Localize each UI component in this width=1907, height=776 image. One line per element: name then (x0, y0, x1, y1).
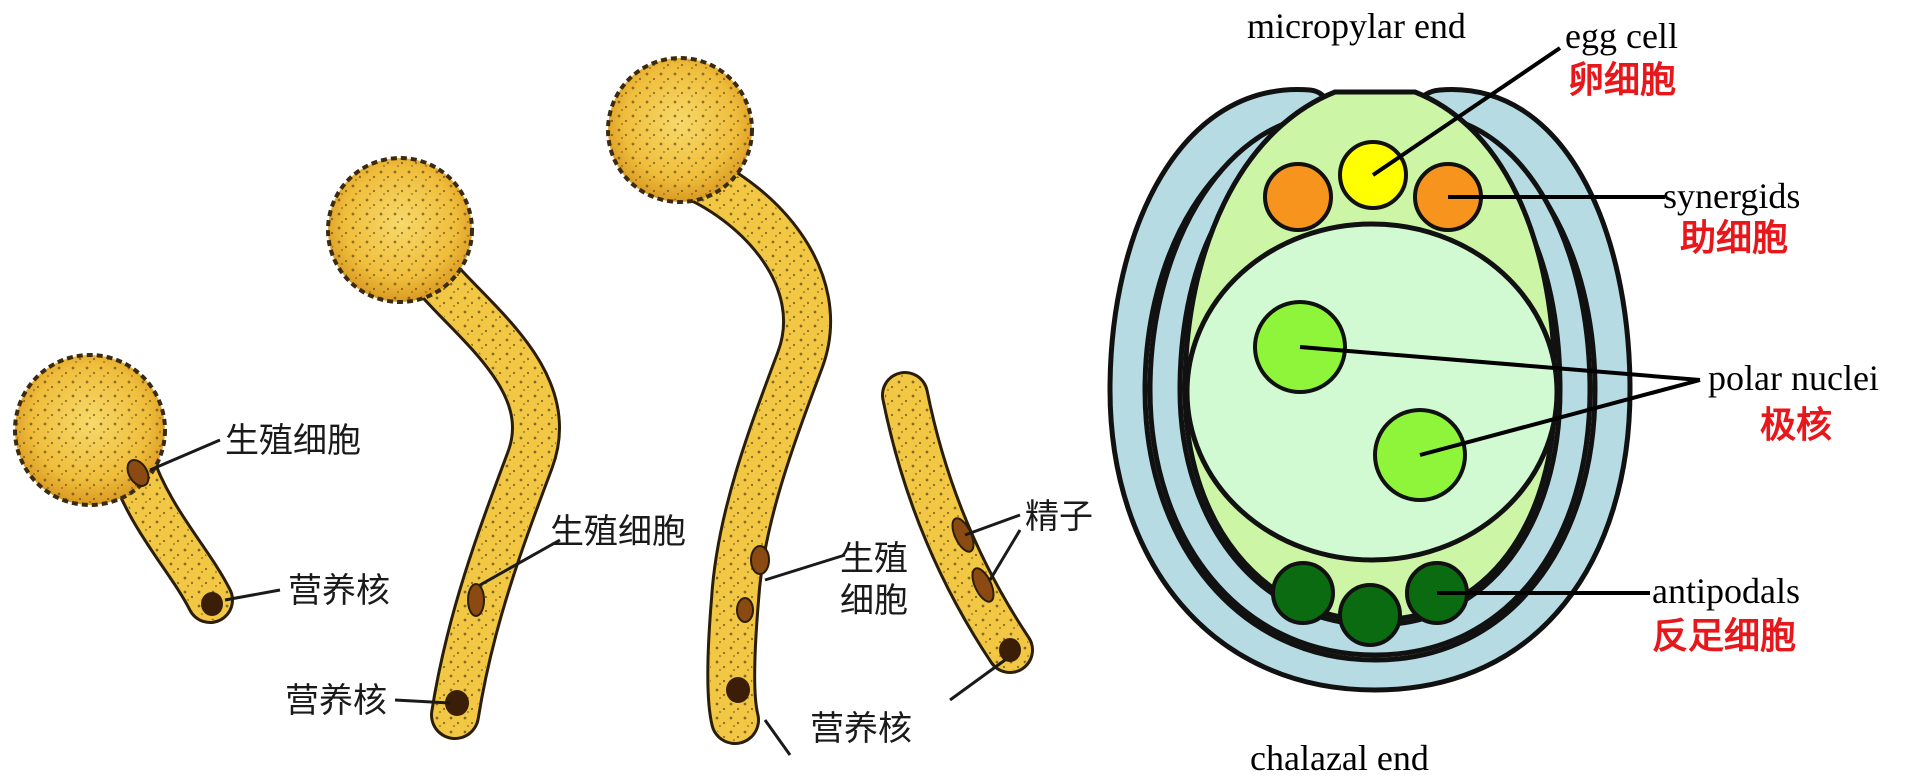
pollen-germination-figure: 生殖细胞 营养核 生殖细胞 营养核 生殖 细胞 营养核 精子 (15, 58, 1093, 755)
label-chalazal-end: chalazal end (1250, 738, 1429, 776)
antipodal-left (1273, 563, 1333, 623)
label-polar-nuclei-en: polar nuclei (1708, 358, 1879, 398)
label-vegetative-nucleus-1: 营养核 (288, 571, 390, 611)
label-polar-nuclei-cn: 极核 (1760, 405, 1832, 446)
embryo-sac-diagram: micropylar end egg cell 卵细胞 synergids 助细… (1110, 6, 1879, 776)
label-vegetative-nucleus-3: 营养核 (810, 709, 912, 749)
label-antipodals-en: antipodals (1652, 571, 1800, 611)
label-generative-cell-2: 生殖细胞 (550, 512, 686, 552)
label-micropylar-end: micropylar end (1247, 6, 1466, 46)
label-egg-cell-cn: 卵细胞 (1568, 60, 1676, 101)
label-generative-cell-3-line1: 生殖 (840, 539, 908, 579)
pollen-grain-3 (608, 58, 807, 720)
label-synergids-cn: 助细胞 (1680, 218, 1788, 259)
label-synergids-en: synergids (1663, 176, 1800, 216)
label-generative-cell-1: 生殖细胞 (225, 421, 361, 461)
pollen-grain-1 (15, 355, 223, 616)
label-sperm: 精子 (1025, 497, 1093, 537)
label-generative-cell-3-line2: 细胞 (840, 581, 908, 621)
label-vegetative-nucleus-2: 营养核 (285, 681, 387, 721)
central-cell (1187, 224, 1557, 560)
antipodal-middle (1340, 585, 1400, 645)
synergid-left (1265, 164, 1331, 230)
label-antipodals-cn: 反足细胞 (1652, 616, 1796, 657)
label-egg-cell-en: egg cell (1565, 16, 1678, 56)
pollen-tube-tip (905, 395, 1021, 662)
